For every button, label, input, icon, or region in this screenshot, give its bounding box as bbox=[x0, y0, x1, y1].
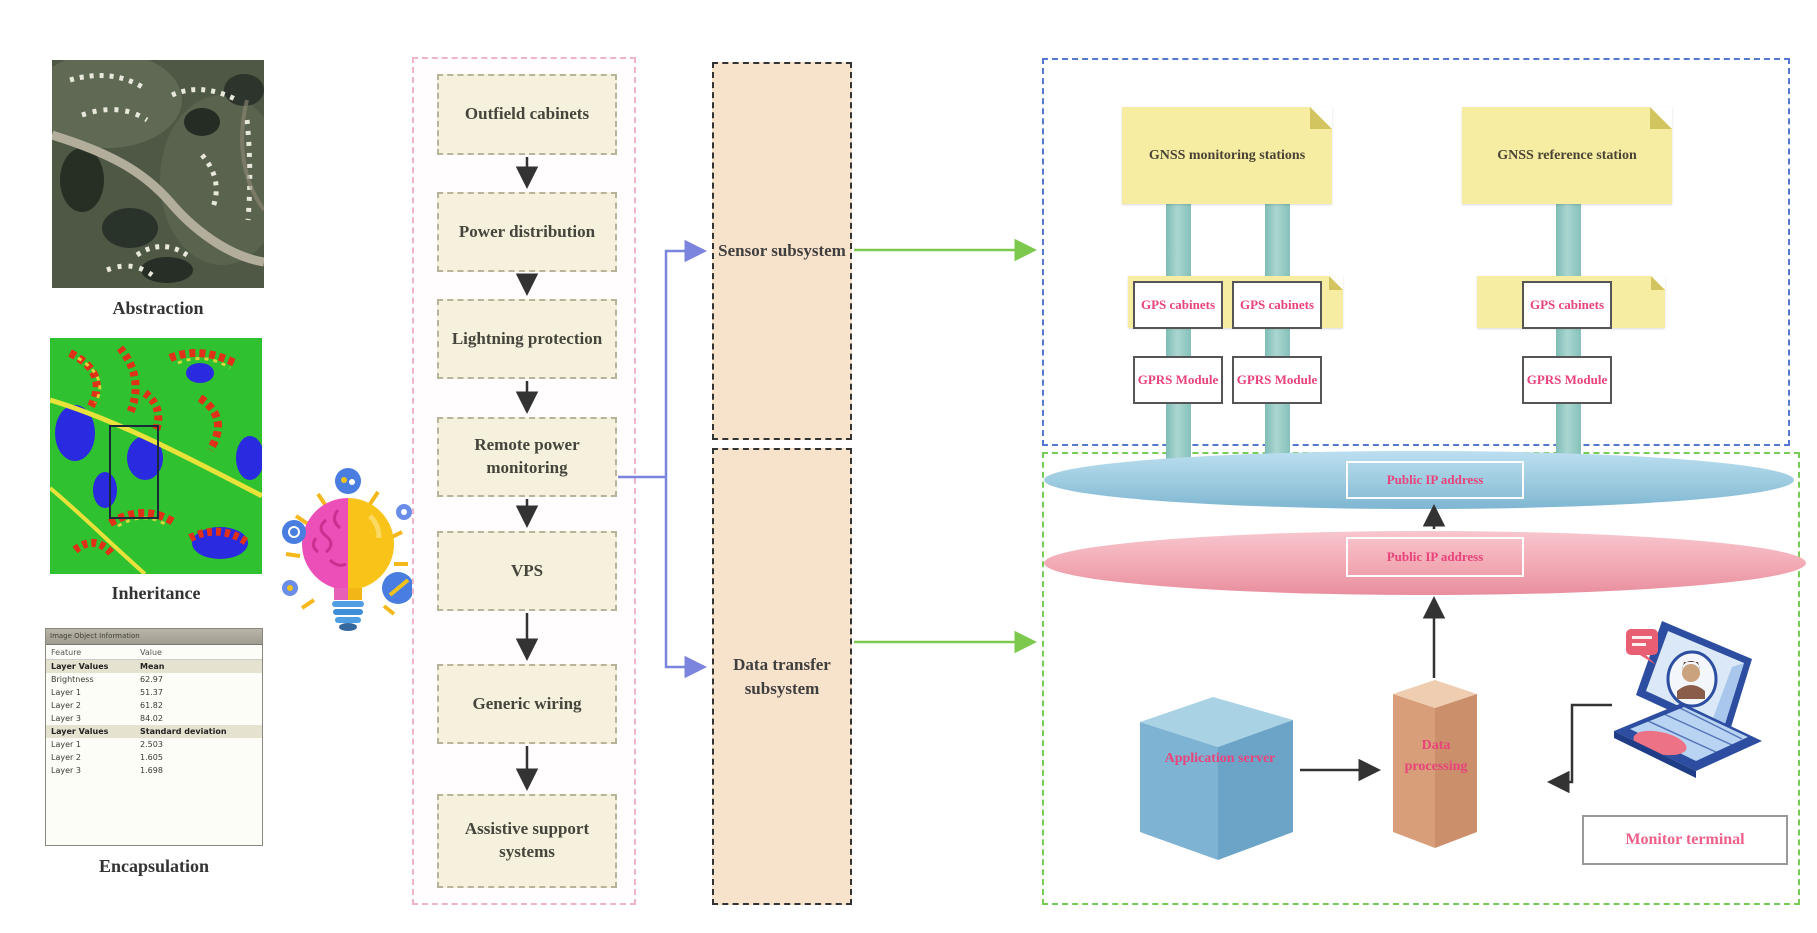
internet-layer-blue bbox=[1044, 451, 1794, 509]
gprs-module-box: GPRS Module bbox=[1133, 356, 1223, 404]
gprs-module-box: GPRS Module bbox=[1232, 356, 1322, 404]
public-ip-address-bottom: Public IP address bbox=[1346, 537, 1524, 577]
table-row: Layer Values Standard deviation bbox=[46, 725, 262, 738]
abstraction-label: Abstraction bbox=[112, 298, 204, 318]
gps-cabinets-box: GPS cabinets bbox=[1232, 281, 1322, 329]
gps-cabinets-box: GPS cabinets bbox=[1522, 281, 1612, 329]
antenna-pillar bbox=[1166, 204, 1191, 466]
table-row: Layer 2 1.605 bbox=[51, 753, 163, 762]
table-row: Brightness 62.97 bbox=[51, 675, 163, 684]
table-row: Layer 3 1.698 bbox=[51, 766, 163, 775]
flow-step-power-distribution: Power distribution bbox=[437, 192, 617, 272]
table-row: Layer 3 84.02 bbox=[51, 714, 163, 723]
monitor-terminal-box: Monitor terminal bbox=[1582, 815, 1788, 865]
table-row: Layer 1 51.37 bbox=[51, 688, 163, 697]
flow-step-lightning-protection: Lightning protection bbox=[437, 299, 617, 379]
gps-cabinets-box: GPS cabinets bbox=[1133, 281, 1223, 329]
idea-brain-bulb-icon bbox=[282, 468, 414, 631]
antenna-pillar bbox=[1556, 204, 1581, 466]
inheritance-label: Inheritance bbox=[111, 583, 201, 603]
antenna-pillar bbox=[1265, 204, 1290, 466]
gnss-monitoring-stations-note: GNSS monitoring stations bbox=[1122, 107, 1332, 204]
monitor-terminal-laptop-icon bbox=[1614, 621, 1762, 778]
image-object-information-window: Image Object Information Feature Value L… bbox=[45, 628, 263, 846]
data-processing-label: Data processing bbox=[1404, 738, 1468, 774]
table-row: Layer 2 61.82 bbox=[51, 701, 163, 710]
satellite-image bbox=[52, 60, 264, 288]
application-server-label: Application server bbox=[1164, 751, 1276, 766]
table-row: Layer Values Mean bbox=[46, 660, 262, 673]
table-row: Layer 1 2.503 bbox=[51, 740, 163, 749]
internet-layer-pink bbox=[1044, 531, 1806, 595]
application-server-cube bbox=[1140, 697, 1293, 860]
gnss-reference-station-note: GNSS reference station bbox=[1462, 107, 1672, 204]
gprs-module-box: GPRS Module bbox=[1522, 356, 1612, 404]
value-column-header: Value bbox=[140, 647, 162, 657]
data-processing-box bbox=[1393, 680, 1477, 848]
flow-step-vps: VPS bbox=[437, 531, 617, 611]
table-header: Feature Value bbox=[46, 645, 262, 660]
data-transfer-subsystem-box: Data transfer subsystem bbox=[712, 448, 852, 905]
sensor-subsystem-box: Sensor subsystem bbox=[712, 62, 852, 440]
feature-column-header: Feature bbox=[51, 647, 82, 657]
classified-map-image bbox=[50, 338, 262, 574]
encapsulation-label: Encapsulation bbox=[98, 856, 210, 876]
flow-step-generic-wiring: Generic wiring bbox=[437, 664, 617, 744]
window-title: Image Object Information bbox=[46, 629, 262, 645]
flow-step-remote-power-monitoring: Remote power monitoring bbox=[437, 417, 617, 497]
flow-step-assistive-support-systems: Assistive support systems bbox=[437, 794, 617, 888]
gnss-sensor-region bbox=[1042, 58, 1790, 446]
public-ip-address-top: Public IP address bbox=[1346, 461, 1524, 499]
flow-step-outfield-cabinets: Outfield cabinets bbox=[437, 74, 617, 155]
